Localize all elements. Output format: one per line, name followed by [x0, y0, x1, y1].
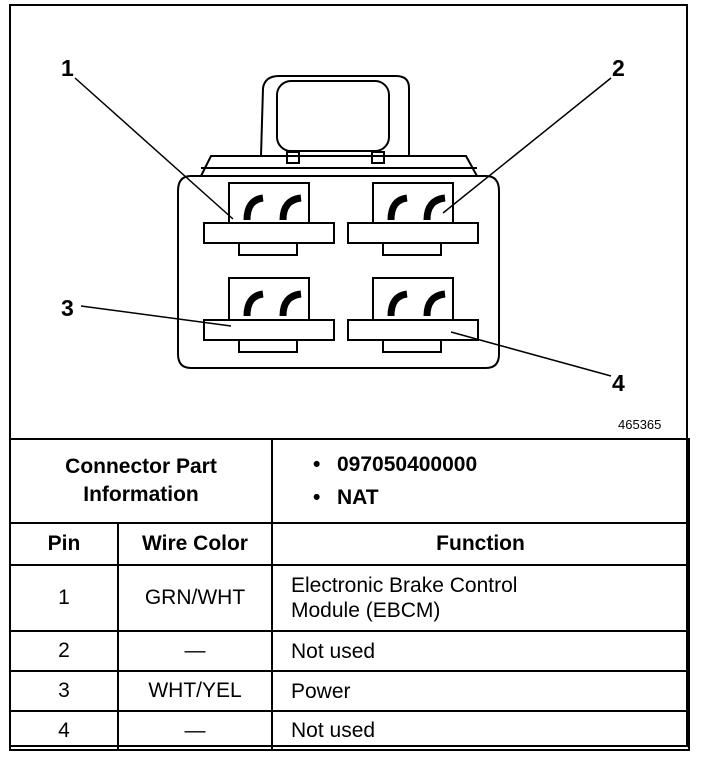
header-pin: Pin [9, 522, 119, 566]
connector-body [177, 175, 500, 369]
wire-color-cell: GRN/WHT [117, 564, 273, 632]
part-number-item: •NAT [313, 486, 379, 509]
connector-pinout-table: Connector Part Information •097050400000… [9, 438, 690, 751]
pin-cell: 2 [9, 630, 119, 672]
leader-line-pin-4 [450, 331, 612, 377]
function-cell: Power [271, 670, 690, 712]
cavity-4 [347, 277, 479, 353]
cavity-1 [203, 182, 335, 256]
part-number-item: •097050400000 [313, 453, 478, 476]
pin-cell: 1 [9, 564, 119, 632]
pin-cell: 4 [9, 710, 119, 751]
lock-post-right [371, 151, 385, 164]
pin-cell: 3 [9, 670, 119, 712]
connector-diagram: 1 2 3 4 465365 [11, 6, 686, 438]
table-row: 4 — Not used [9, 710, 690, 751]
leader-line-pin-1 [74, 77, 234, 220]
connector-lock-window [276, 80, 390, 152]
connector-part-numbers: •097050400000 •NAT [271, 438, 690, 524]
table-row: 2 — Not used [9, 630, 690, 672]
connector-illustration: 1 2 3 4 465365 [61, 55, 661, 432]
wire-color-cell: — [117, 710, 273, 751]
wire-color-cell: WHT/YEL [117, 670, 273, 712]
callout-pin-1: 1 [61, 55, 74, 81]
lock-post-left [286, 151, 300, 164]
cavity-3 [203, 277, 335, 353]
connector-lock-tab [260, 75, 410, 157]
leader-line-pin-2 [442, 77, 612, 214]
table-row: 1 GRN/WHT Electronic Brake Control Modul… [9, 564, 690, 632]
callout-pin-3: 3 [61, 295, 74, 321]
header-function: Function [271, 522, 690, 566]
table-row: 3 WHT/YEL Power [9, 670, 690, 712]
callout-pin-2: 2 [612, 55, 625, 81]
connector-part-info-label: Connector Part Information [9, 438, 273, 524]
connector-end-view-frame: 1 2 3 4 465365 Connector Part Informatio… [9, 4, 690, 751]
function-cell: Electronic Brake Control Module (EBCM) [271, 564, 690, 632]
figure-number: 465365 [618, 417, 661, 432]
leader-line-pin-3 [80, 305, 232, 327]
cavity-2 [347, 182, 479, 256]
header-wire-color: Wire Color [117, 522, 273, 566]
wire-color-cell: — [117, 630, 273, 672]
connector-shoulder [200, 155, 478, 177]
function-cell: Not used [271, 710, 690, 751]
function-cell: Not used [271, 630, 690, 672]
callout-pin-4: 4 [612, 370, 625, 396]
connector-part-info-row: Connector Part Information •097050400000… [9, 438, 690, 524]
table-header-row: Pin Wire Color Function [9, 522, 690, 566]
